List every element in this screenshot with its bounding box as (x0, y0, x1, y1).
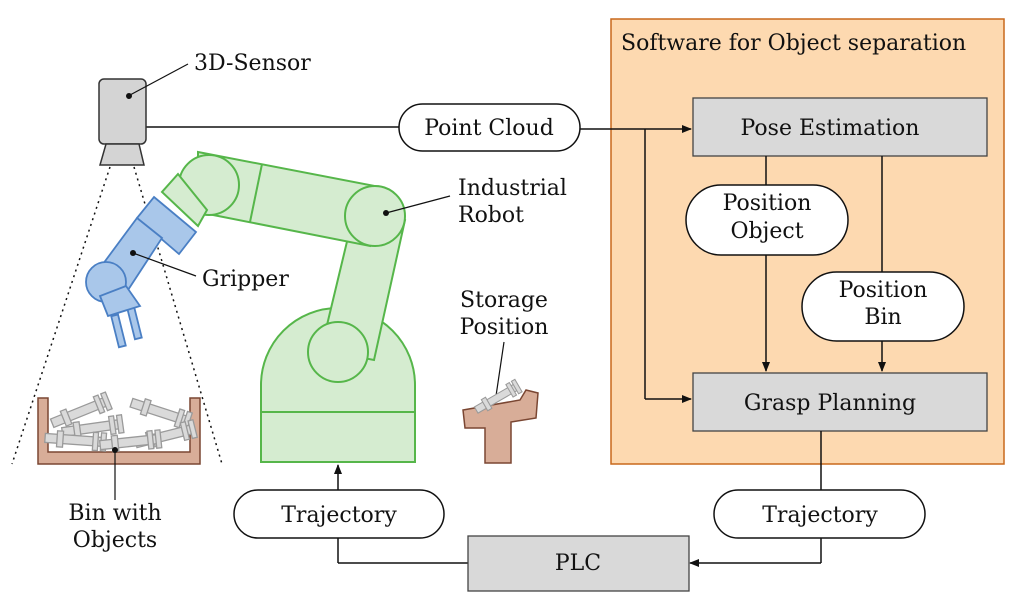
industrial-robot (160, 150, 416, 463)
point-cloud-connector (146, 125, 692, 133)
position-object-pill (685, 184, 849, 256)
trajectory-left-label: Trajectory (281, 503, 397, 528)
position-bin-pill (801, 271, 965, 342)
sensor-field-of-view (11, 166, 223, 465)
pose-estimation-box (692, 97, 988, 157)
gripper-label: Gripper (202, 267, 289, 292)
position-object-line2: Object (730, 219, 803, 244)
grasp-planning-label: Grasp Planning (744, 391, 916, 416)
sensor-3d-icon (98, 78, 147, 166)
bin-label-line1: Bin with (68, 501, 161, 526)
software-title: Software for Object separation (621, 31, 966, 56)
point-cloud-pill (398, 103, 581, 152)
gripper-icon (85, 195, 198, 349)
position-bin-line2: Bin (864, 305, 901, 330)
trajectory-right-pill (713, 489, 926, 539)
software-flow-lines (644, 129, 886, 403)
grasp-planning-box (692, 372, 988, 432)
robot-label-line1: Industrial (458, 176, 567, 201)
trajectory-left-pill (233, 489, 445, 539)
robot-leader (385, 195, 451, 214)
position-object-line1: Position (723, 191, 812, 216)
trajectory-right-label: Trajectory (762, 503, 878, 528)
storage-position-icon (462, 378, 539, 464)
sensor-leader (129, 63, 189, 96)
bin-objects (43, 391, 198, 455)
storage-leader (495, 341, 505, 397)
robot-label-line2: Robot (458, 203, 524, 228)
plc-label: PLC (555, 551, 601, 576)
bin-icon (37, 397, 201, 465)
gripper-leader (132, 252, 197, 277)
storage-label-line2: Position (460, 315, 549, 340)
bin-label-line2: Objects (73, 528, 157, 553)
plc-box (467, 535, 690, 592)
sensor-label: 3D-Sensor (194, 51, 311, 76)
bottom-flow-lines (334, 431, 822, 567)
pose-estimation-label: Pose Estimation (741, 116, 920, 141)
position-bin-line1: Position (839, 278, 928, 303)
storage-label-line1: Storage (460, 288, 548, 313)
point-cloud-label: Point Cloud (424, 116, 554, 141)
